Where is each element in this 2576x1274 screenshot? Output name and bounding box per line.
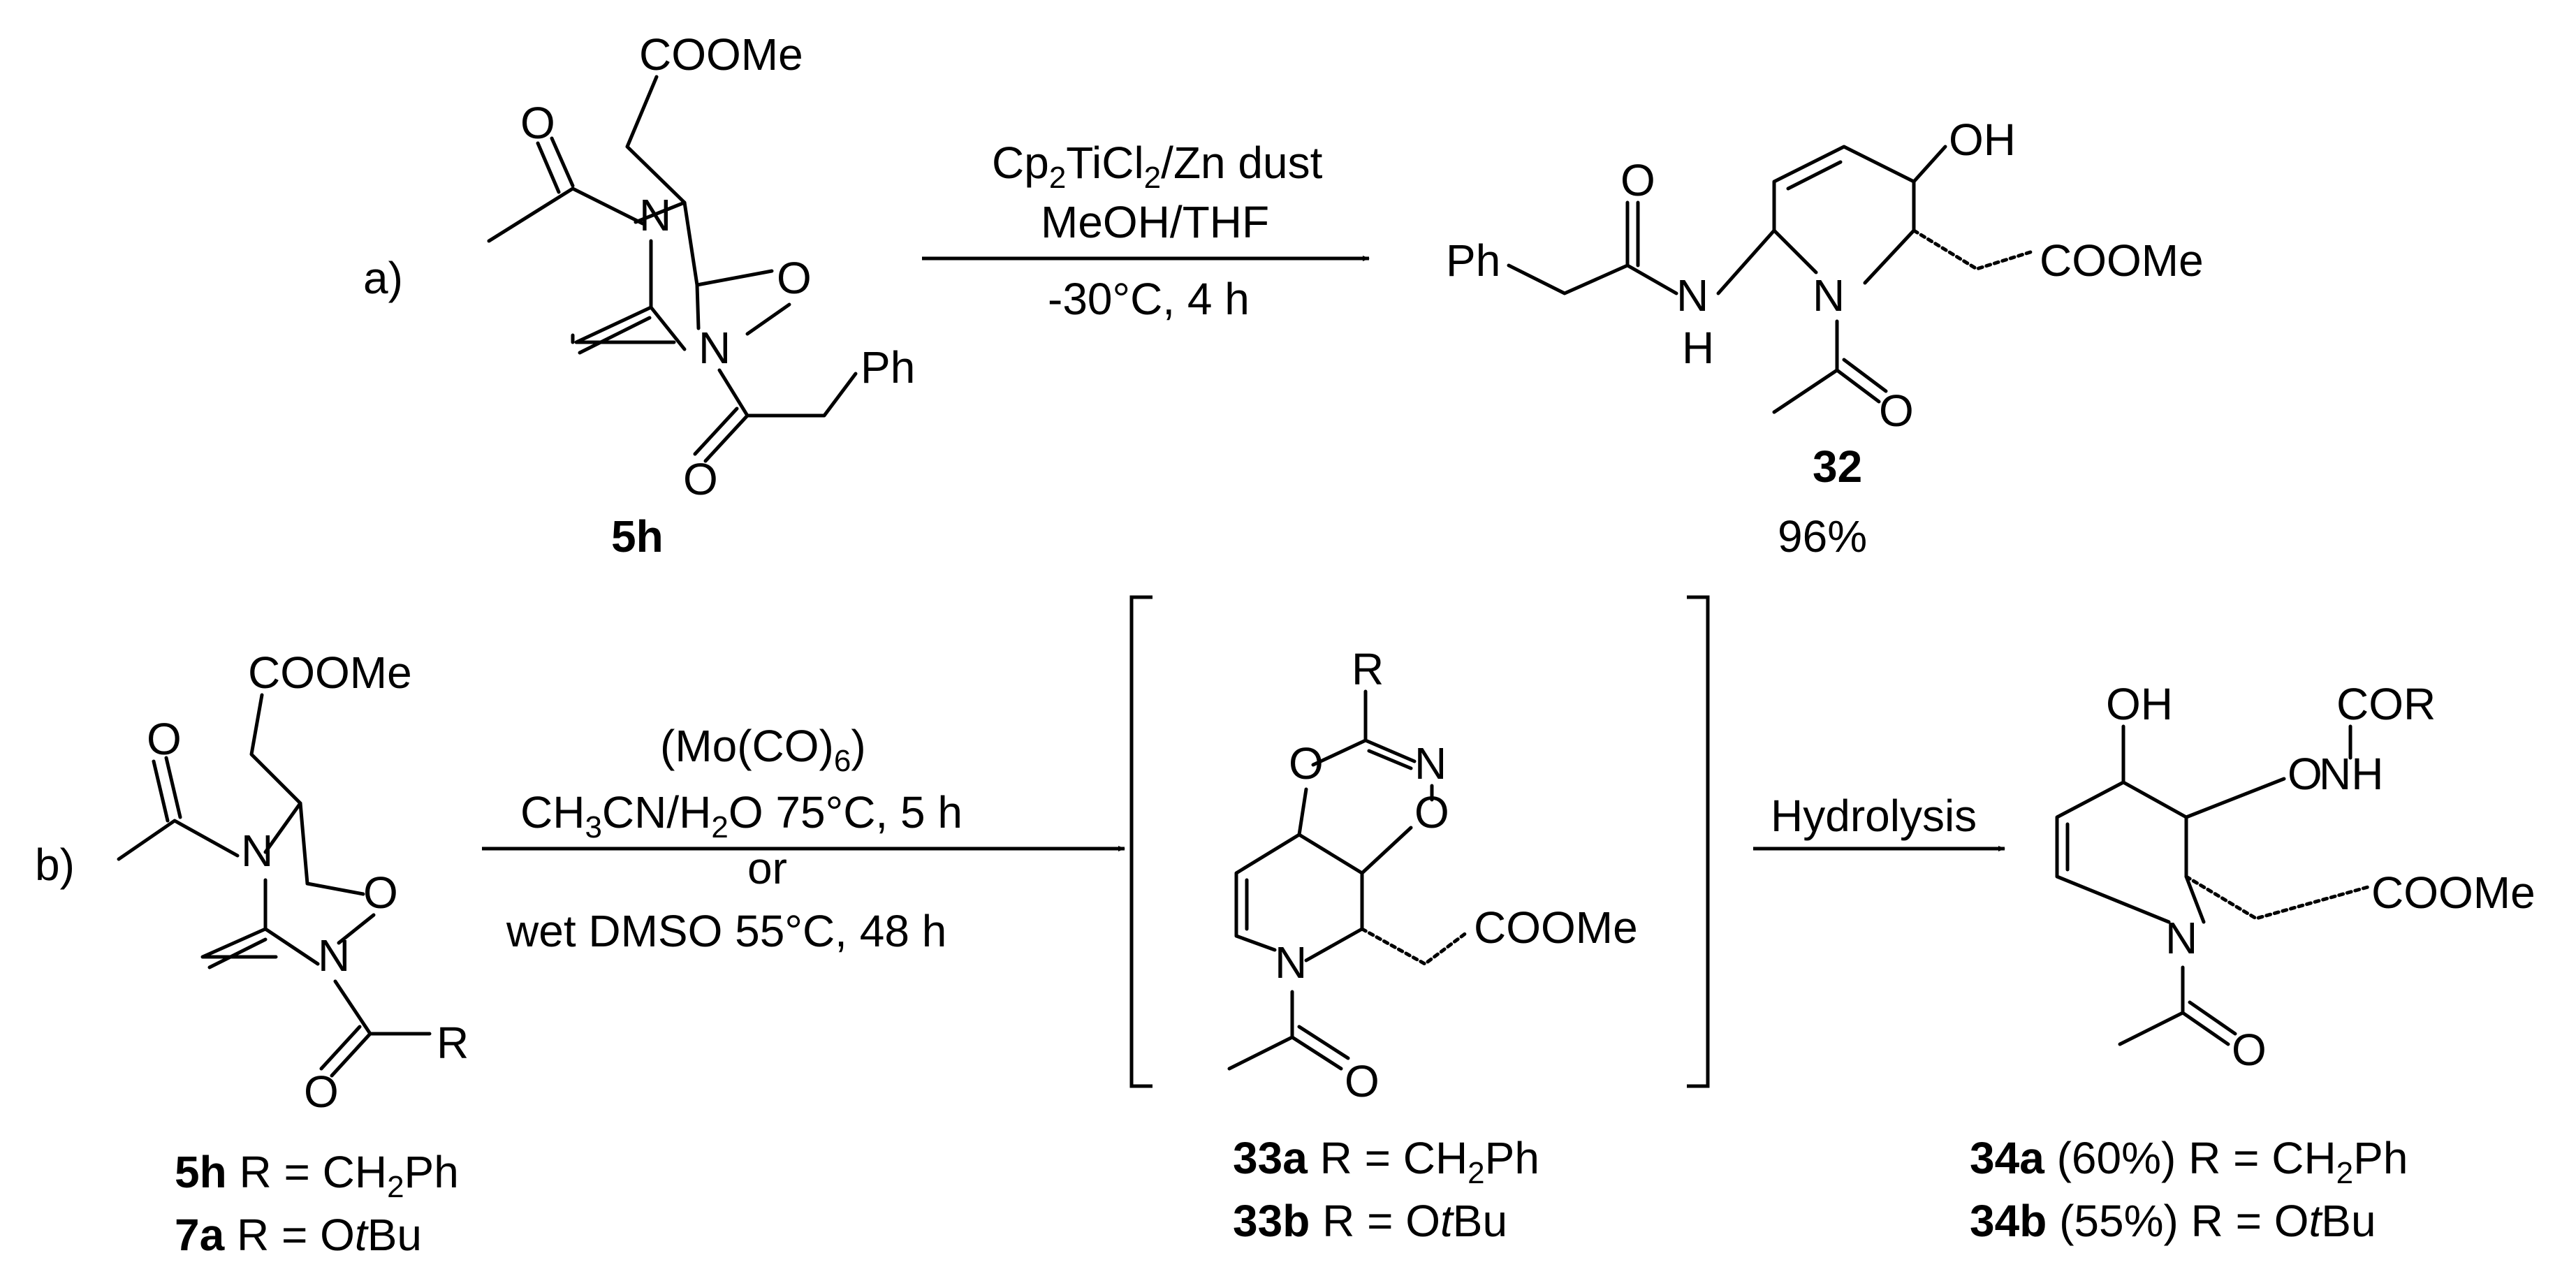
atom-label: O: [683, 454, 718, 504]
atom-label: OH: [1949, 115, 2016, 165]
product-34-legend: 34a (60%) R = CH2Ph 34b (55%) R = OtBu: [1970, 1133, 2408, 1246]
atom-label: N: [2165, 913, 2197, 963]
atom-label: O: [147, 714, 182, 764]
condition-line-3: or: [747, 843, 787, 893]
condition-line-4: wet DMSO 55°C, 48 h: [506, 906, 946, 956]
bracket-left: [1129, 595, 1152, 1088]
atom-label: N: [1813, 270, 1845, 321]
legend-row: 33b R = OtBu: [1233, 1196, 1507, 1246]
legend-row: 5h R = CH2Ph: [175, 1147, 459, 1204]
bracket-right: [1687, 595, 1710, 1088]
intermediate-33-legend: 33a R = CH2Ph 33b R = OtBu: [1233, 1133, 1539, 1246]
product-34-structure: OH COR O NH COOMe N O: [2055, 679, 2535, 1075]
reactant-5h-structure: COOMe O N O N Ph O: [487, 29, 915, 504]
legend-row: 34a (60%) R = CH2Ph: [1970, 1133, 2408, 1190]
atom-label: R: [1352, 644, 1384, 694]
atom-label: OH: [2106, 679, 2173, 729]
atom-label: COR: [2336, 679, 2436, 729]
atom-label: COOMe: [2371, 867, 2535, 918]
conditions-b: (Mo(CO)6) CH3CN/H2O 75°C, 5 h or wet DMS…: [506, 721, 963, 956]
legend-row: 7a R = OtBu: [175, 1210, 422, 1260]
scheme-b-label: b): [35, 840, 75, 890]
product-32-structure: OH COOMe Ph O N H N O: [1446, 115, 2204, 436]
atom-label: Ph: [1446, 235, 1500, 286]
atom-label: H: [1682, 323, 1714, 373]
atom-label: N: [698, 323, 731, 373]
atom-label: N: [1676, 270, 1708, 321]
condition-line-2: MeOH/THF: [1041, 197, 1269, 247]
legend-row: 33a R = CH2Ph: [1233, 1133, 1539, 1190]
compound-label-32: 32: [1813, 441, 1862, 492]
atom-label: COOMe: [248, 647, 412, 698]
condition-line-1: Cp2TiCl2/Zn dust: [992, 138, 1323, 195]
atom-label: N: [1414, 738, 1447, 789]
atom-label: O: [2232, 1025, 2267, 1075]
condition-line-3: -30°C, 4 h: [1048, 274, 1250, 324]
atom-label: R: [437, 1018, 469, 1068]
atom-label: COOMe: [1474, 902, 1638, 953]
atom-label: COOMe: [2040, 235, 2204, 286]
atom-label: O: [1620, 155, 1655, 205]
atom-label: O: [1345, 1056, 1380, 1106]
atom-label: O: [2288, 749, 2322, 799]
step2-label: Hydrolysis: [1771, 791, 1977, 841]
atom-label: O: [363, 867, 398, 918]
atom-label: O: [1879, 386, 1914, 436]
atom-label: O: [777, 253, 812, 303]
reactant-b-structure: COOMe O N O N R O: [117, 647, 469, 1117]
reactant-b-legend: 5h R = CH2Ph 7a R = OtBu: [175, 1147, 459, 1260]
atom-label: COOMe: [639, 29, 803, 80]
atom-label: Ph: [861, 342, 915, 393]
atom-label: N: [1275, 937, 1307, 988]
condition-line-1: (Mo(CO)6): [660, 721, 866, 778]
conditions-a: Cp2TiCl2/Zn dust MeOH/THF -30°C, 4 h: [992, 138, 1323, 324]
yield-32: 96%: [1778, 511, 1867, 562]
atom-label: O: [520, 98, 555, 148]
scheme-a-label: a): [363, 253, 403, 303]
intermediate-33-structure: R O N O N COOMe O: [1227, 644, 1638, 1106]
compound-label-5h: 5h: [611, 511, 664, 562]
condition-line-2: CH3CN/H2O 75°C, 5 h: [520, 787, 963, 844]
legend-row: 34b (55%) R = OtBu: [1970, 1196, 2376, 1246]
